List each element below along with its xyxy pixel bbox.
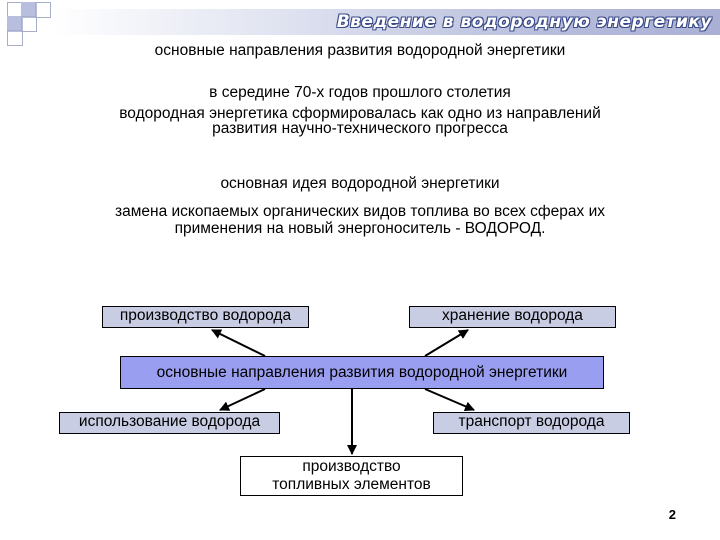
fuel-cells-box: производство топливных элементов <box>240 456 463 496</box>
storage-box: хранение водорода <box>409 306 616 328</box>
decor-square <box>7 30 23 46</box>
intro-line: водородная энергетика сформировалась как… <box>119 105 601 122</box>
slide-title: Введение в водородную энергетику <box>336 12 712 32</box>
transport-box: транспорт водорода <box>433 412 630 434</box>
fuel-cells-line: производство <box>302 458 401 475</box>
center-box: основные направления развития водородной… <box>120 356 604 389</box>
decor-square <box>21 16 37 32</box>
idea-line: применения на новый энергоноситель - ВОД… <box>174 220 546 237</box>
arrow-to-transport <box>424 388 475 412</box>
intro-line: развития научно-технического прогресса <box>212 120 508 137</box>
decor-square <box>7 16 23 32</box>
arrow-to-usage <box>219 388 266 411</box>
idea-line: замена ископаемых органических видов топ… <box>115 203 605 220</box>
fuel-cells-line: топливных элементов <box>272 476 431 493</box>
subtitle: основные направления развития водородной… <box>154 42 566 59</box>
idea-heading: основная идея водородной энергетики <box>220 175 500 192</box>
arrow-to-storage <box>424 329 469 357</box>
page-number: 2 <box>668 507 676 522</box>
header-bar: Введение в водородную энергетику <box>52 9 720 35</box>
production-box: производство водорода <box>102 306 309 328</box>
intro-line: в середине 70-х годов прошлого столетия <box>209 84 511 101</box>
usage-box: использование водорода <box>59 412 280 434</box>
decor-square <box>21 2 37 18</box>
decor-square <box>35 2 51 18</box>
arrow-to-production <box>211 329 266 357</box>
